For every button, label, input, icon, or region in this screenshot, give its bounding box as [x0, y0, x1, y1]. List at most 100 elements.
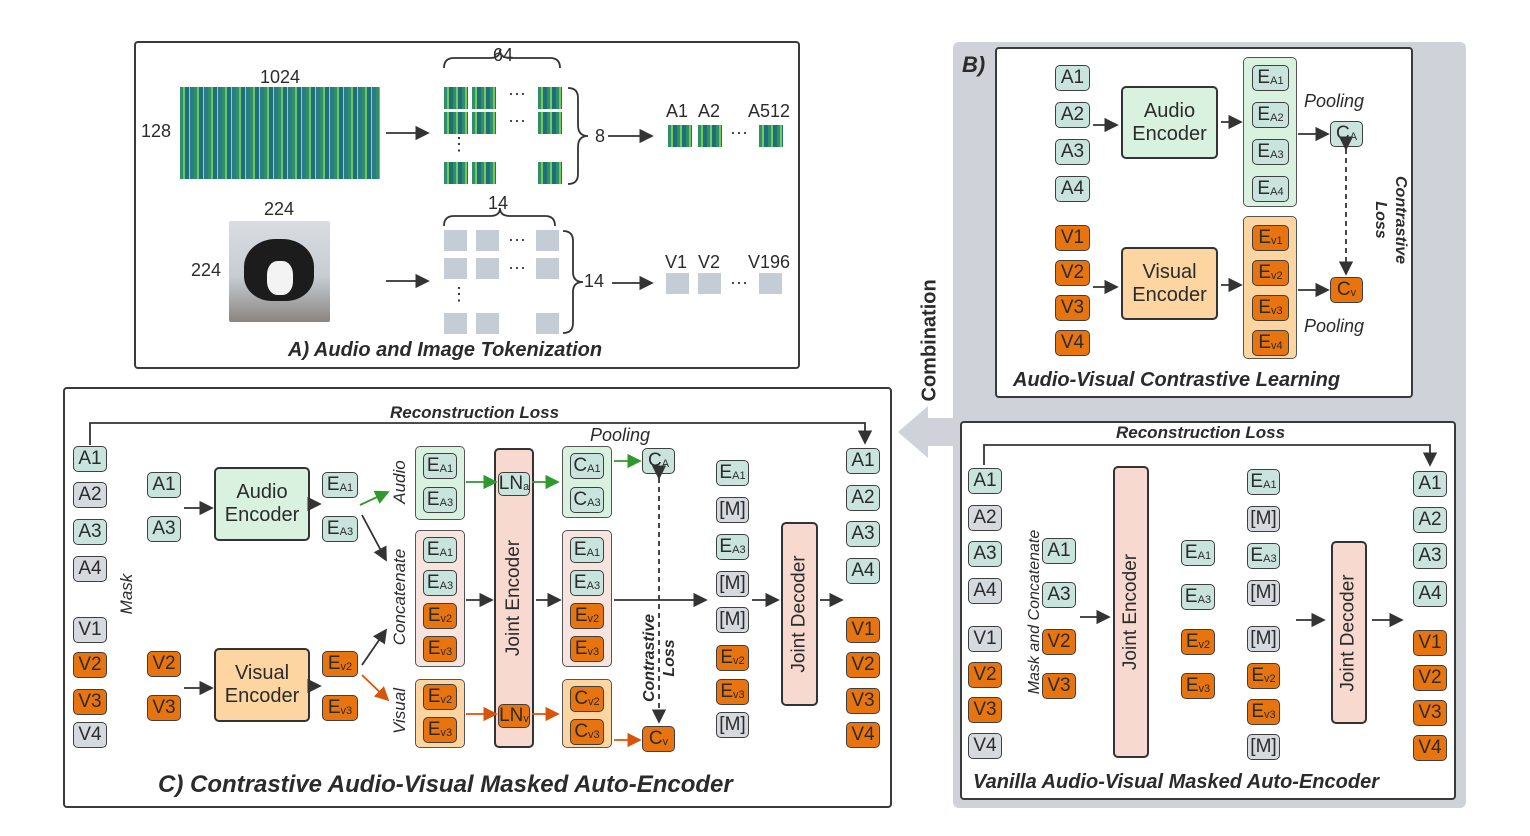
panel-vanilla-title: Vanilla Audio-Visual Masked Auto-Encoder [973, 771, 1379, 793]
image-patch [759, 273, 782, 294]
output-token: A1 [1413, 471, 1447, 497]
visual-token-196: V196 [748, 252, 791, 272]
ellipsis: ··· [508, 110, 526, 130]
input-token: A3 [73, 519, 107, 545]
kept-audio-token: A3 [147, 516, 181, 542]
output-token: V4 [1413, 735, 1447, 761]
panel-c [63, 387, 892, 808]
audio-token-512: A512 [748, 101, 791, 121]
audio-patch [472, 87, 496, 109]
image-patch [476, 258, 499, 279]
input-token: V3 [73, 689, 107, 715]
ellipsis: ··· [508, 83, 526, 103]
mask-token: [M] [1247, 734, 1280, 760]
audio-patch [444, 162, 468, 184]
output-token: V1 [846, 617, 880, 643]
output-token: V3 [846, 688, 880, 714]
image-patch [444, 313, 467, 334]
ellipsis: ··· [730, 272, 748, 292]
combination-label: Combination [918, 279, 941, 402]
audio-input-token: A1 [1055, 65, 1090, 91]
audio-patch [472, 112, 496, 134]
input-token: A4 [73, 556, 107, 582]
output-token: A2 [846, 485, 880, 511]
audio-patch [698, 125, 722, 147]
visual-input-token: V1 [1055, 225, 1090, 251]
visual-encoder-label: Visual [1142, 260, 1197, 283]
audio-input-token: A4 [1055, 176, 1090, 202]
joint-encoder-c: Joint Encoder [494, 448, 534, 748]
joint-decoder-label: Joint Decoder [1338, 573, 1360, 692]
input-token: V3 [968, 697, 1002, 723]
audio-input-token: A3 [1055, 139, 1090, 165]
visual-encoder-label: Encoder [224, 685, 300, 707]
img-width-label: 224 [264, 199, 295, 219]
input-token: A1 [73, 446, 107, 472]
patch-cols-label: 64 [493, 45, 514, 65]
audio-patch [472, 162, 496, 184]
mask-token: [M] [1247, 506, 1280, 532]
audio-encoder-label: Audio [1143, 99, 1196, 122]
visual-stream-label: Visual [390, 688, 409, 734]
contrastive-loss-label-c: Contrastive Loss [640, 598, 680, 718]
cat-image [229, 221, 330, 322]
kept-token: A1 [1042, 538, 1076, 564]
input-token: A2 [968, 505, 1002, 531]
audio-encoder-label: Encoder [1132, 122, 1207, 145]
joint-encoder-label: Joint Encoder [503, 539, 524, 657]
input-token: A1 [968, 468, 1002, 494]
input-token: V2 [73, 652, 107, 678]
joint-decoder-label: Joint Decoder [788, 555, 810, 673]
mask-token: [M] [716, 712, 749, 738]
ellipsis: ··· [508, 257, 526, 277]
loss-line: Contrastive [1392, 175, 1409, 265]
loss-line: Contrastive [641, 613, 658, 703]
visual-encoder-c: Visual Encoder [214, 648, 310, 722]
img-rows-label: 14 [584, 271, 605, 291]
ellipsis: ··· [730, 122, 748, 142]
image-patch [666, 273, 689, 294]
spec-width-label: 1024 [260, 67, 301, 87]
audio-encoder-c: Audio Encoder [214, 467, 310, 541]
img-cols-label: 14 [488, 193, 509, 213]
output-token: V2 [1413, 665, 1447, 691]
reconstruction-loss-label: Reconstruction Loss [1116, 423, 1286, 442]
visual-encoder-label: Visual [234, 662, 290, 684]
input-token: V4 [73, 722, 107, 748]
input-token: V2 [968, 662, 1002, 688]
output-token: V2 [846, 652, 880, 678]
loss-line: Loss [1372, 201, 1389, 239]
input-token: A4 [968, 578, 1002, 604]
pooling-label-c: Pooling [590, 425, 651, 445]
mask-token: [M] [1247, 626, 1280, 652]
kept-token: A3 [1042, 582, 1076, 608]
visual-encoder-b: Visual Encoder [1121, 247, 1218, 320]
patch-rows-label: 8 [595, 126, 606, 146]
loss-line: Loss [661, 639, 678, 677]
joint-encoder-vanilla: Joint Encoder [1113, 466, 1149, 758]
kept-visual-token: V2 [147, 651, 181, 677]
